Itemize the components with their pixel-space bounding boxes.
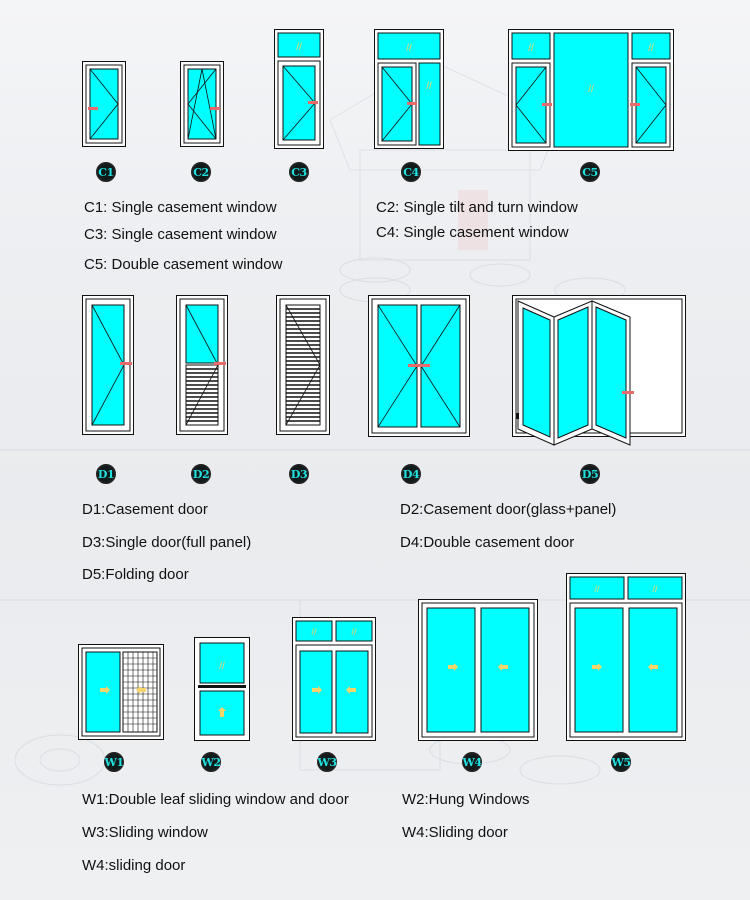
badge-d3: D3 — [289, 464, 309, 484]
caption-c3: C3: Single casement window — [84, 226, 277, 243]
caption-w1: W1:Double leaf sliding window and door — [82, 791, 349, 808]
badge-c3: C3 — [289, 162, 309, 182]
svg-text://: // — [219, 661, 225, 672]
svg-text://: // — [351, 627, 357, 637]
svg-text://: // — [528, 43, 534, 54]
badge-d1: D1 — [96, 464, 116, 484]
door-d5-diagram — [512, 295, 686, 446]
caption-d1: D1:Casement door — [82, 501, 208, 518]
svg-text://: // — [594, 584, 600, 594]
badge-w1: W1 — [104, 752, 124, 772]
caption-d3: D3:Single door(full panel) — [82, 534, 252, 551]
caption-w3: W3:Sliding window — [82, 824, 208, 841]
window-w1-diagram — [78, 644, 164, 740]
caption-w2: W2:Hung Windows — [402, 791, 530, 808]
door-d4-diagram — [368, 295, 470, 437]
svg-text://: // — [652, 584, 658, 594]
window-c2-diagram — [180, 61, 224, 147]
badge-c4: C4 — [401, 162, 421, 182]
caption-d2: D2:Casement door(glass+panel) — [400, 501, 617, 518]
caption-w4: W4:Sliding door — [402, 824, 508, 841]
caption-w4-sliding-door: W4:sliding door — [82, 857, 186, 874]
badge-d4: D4 — [401, 464, 421, 484]
svg-text://: // — [311, 627, 317, 637]
caption-c2: C2: Single tilt and turn window — [376, 199, 578, 216]
door-w4-diagram — [418, 599, 538, 741]
window-c1-diagram — [82, 61, 126, 147]
svg-text://: // — [648, 43, 654, 54]
window-c4-diagram: // // — [374, 29, 444, 149]
badge-c1: C1 — [96, 162, 116, 182]
door-w5-diagram: // // — [566, 573, 686, 741]
badge-w2: W2 — [201, 752, 221, 772]
window-c5-diagram: // // // — [508, 29, 674, 151]
badge-w5: W5 — [611, 752, 631, 772]
window-w2-diagram: // — [194, 637, 250, 741]
caption-d4: D4:Double casement door — [400, 534, 575, 551]
svg-text://: // — [296, 42, 302, 53]
window-c3-diagram: // — [274, 29, 324, 149]
badge-d5: D5 — [580, 464, 600, 484]
caption-c1: C1: Single casement window — [84, 199, 277, 216]
badge-w4: W4 — [462, 752, 482, 772]
door-d1-diagram — [82, 295, 134, 435]
svg-text://: // — [426, 81, 432, 92]
badge-d2: D2 — [191, 464, 211, 484]
window-w3-diagram: // // — [292, 617, 376, 741]
badge-w3: W3 — [317, 752, 337, 772]
door-d3-diagram — [276, 295, 330, 435]
svg-text://: // — [588, 84, 594, 95]
badge-c5: C5 — [580, 162, 600, 182]
caption-d5: D5:Folding door — [82, 566, 189, 583]
caption-c4: C4: Single casement window — [376, 224, 569, 241]
badge-c2: C2 — [191, 162, 211, 182]
svg-text://: // — [406, 43, 412, 54]
caption-c5: C5: Double casement window — [84, 256, 283, 273]
door-d2-diagram — [176, 295, 228, 435]
